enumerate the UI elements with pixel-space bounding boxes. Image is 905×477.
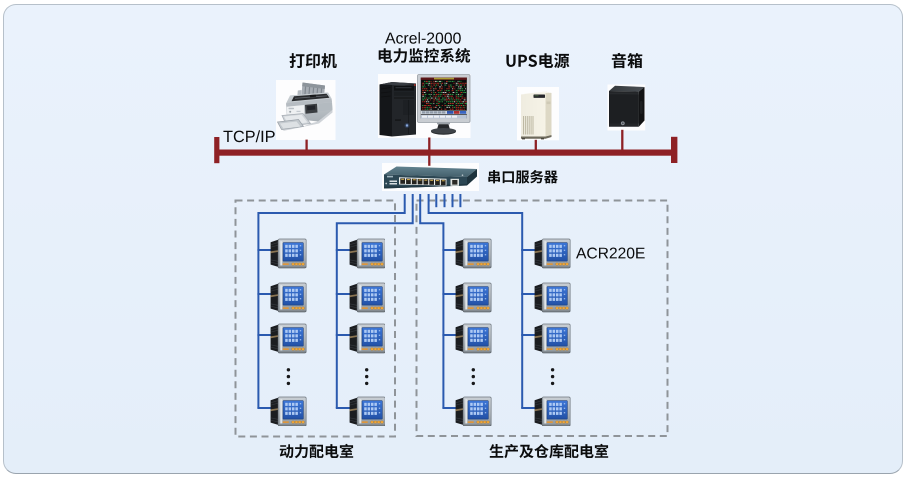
acr220e-meter-c3r2	[455, 282, 492, 313]
room-box-power-distribution	[234, 199, 396, 438]
more-meters-dot	[550, 368, 555, 372]
tcpip-label: TCP/IP	[223, 127, 276, 146]
speaker-label: 音箱	[611, 52, 643, 70]
acr220e-meter-c3r3	[455, 323, 492, 354]
speaker-body	[608, 85, 645, 127]
acr220e-meter-c4r3	[534, 323, 571, 354]
acr220e-meter-c1r4	[270, 396, 307, 427]
tcpip-bus	[214, 129, 678, 166]
tcpip-bus-left-cap	[214, 137, 220, 164]
acr220e-meter-c1r2	[270, 282, 307, 313]
acr220e-meter-c4r4	[534, 396, 571, 427]
computer-label-line2: 电力监控系统	[377, 47, 471, 65]
computer-monitor	[417, 74, 471, 135]
rj45-ports	[399, 177, 459, 186]
rs485-branch-3	[419, 194, 445, 408]
more-meters-dot	[365, 381, 369, 386]
more-meters-dot	[471, 368, 475, 372]
more-meters-dot	[286, 368, 291, 372]
ups-label: UPS电源	[505, 52, 570, 70]
acr220e-meter-c1r3	[270, 323, 307, 354]
printer-body	[286, 92, 333, 122]
printer-image	[276, 80, 336, 140]
more-meters-dot	[286, 374, 291, 379]
acr220e-meter-c2r1	[349, 238, 386, 269]
room-production-warehouse-label: 生产及仓库配电室	[488, 443, 609, 460]
acr220e-meter-c2r3	[349, 323, 386, 354]
more-meters-dot	[286, 381, 291, 386]
more-meters-dot	[365, 368, 369, 372]
rs485-branch-1	[257, 194, 406, 408]
speaker-image	[607, 84, 646, 131]
more-meters-dot	[471, 374, 475, 379]
scada-screen-rows	[422, 80, 467, 111]
serial-server-label: 串口服务器	[487, 169, 558, 185]
acr220e-meter-c3r1	[455, 238, 492, 269]
acr220e-meter-c3r4	[455, 396, 492, 427]
acr220e-meter-c2r2	[349, 282, 386, 313]
acr220e-meter-c2r4	[349, 396, 386, 427]
computer-label-line1: Acrel-2000	[385, 29, 462, 47]
tcpip-bus-line	[217, 149, 675, 156]
scada-screen	[420, 77, 467, 119]
ups-body	[521, 91, 552, 140]
acr220e-meter-c4r1	[534, 238, 571, 269]
acr220e-meter-c1r1	[270, 238, 307, 269]
room-power-distribution-label: 动力配电室	[279, 443, 354, 460]
more-meters-dot	[471, 381, 475, 386]
computer-tower	[379, 82, 416, 137]
serial-server-image	[382, 163, 479, 191]
tcpip-bus-right-cap	[671, 136, 678, 163]
monitoring-computer-image	[378, 74, 471, 138]
more-meters-dot	[550, 374, 555, 379]
acr220e-meter-c4r2	[534, 282, 571, 313]
more-meters-dot	[365, 374, 369, 379]
rs485-branch-4	[427, 194, 524, 408]
serial-server-body	[384, 166, 477, 189]
meter-model-label: ACR220E	[575, 244, 645, 262]
printer-label: 打印机	[289, 52, 337, 70]
rs485-branch-2	[335, 194, 414, 408]
printer-output-tray	[276, 110, 333, 131]
more-meters-dot	[550, 381, 555, 386]
ups-image	[517, 87, 559, 141]
